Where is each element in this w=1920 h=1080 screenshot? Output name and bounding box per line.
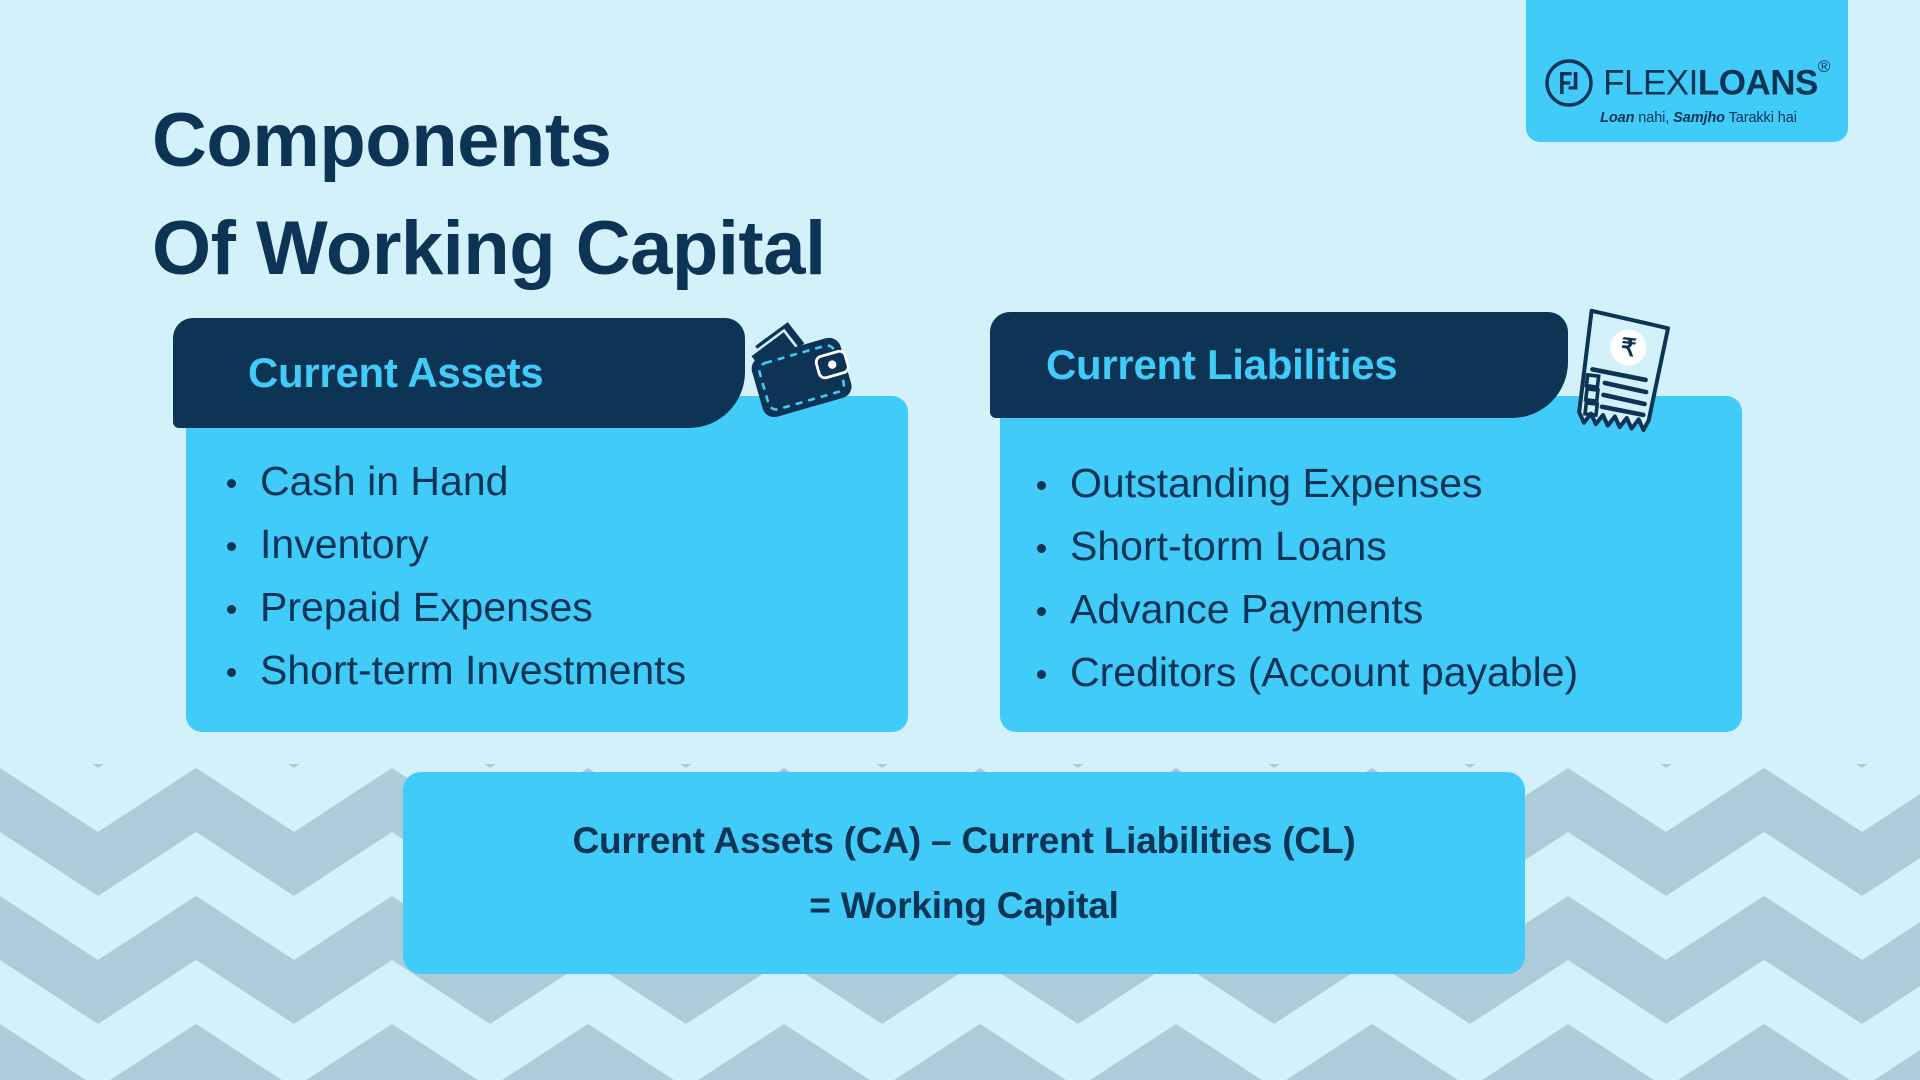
- list-item: Creditors (Account payable): [1028, 641, 1578, 704]
- current-assets-header: Current Assets: [173, 318, 745, 428]
- brand-tagline: Loan nahi, Samjho Tarakki hai: [1600, 110, 1797, 126]
- list-item: Cash in Hand: [218, 450, 686, 513]
- page-title-line-1: Components: [152, 97, 612, 183]
- list-item: Short-torm Loans: [1028, 515, 1578, 578]
- page-title-line-2: Of Working Capital: [152, 205, 826, 291]
- current-assets-list: Cash in Hand Inventory Prepaid Expenses …: [218, 450, 686, 702]
- list-item: Advance Payments: [1028, 578, 1578, 641]
- brand-wordmark-loans: LOANS: [1697, 63, 1819, 103]
- formula-line-2: = Working Capital: [809, 885, 1119, 926]
- formula-line-1: Current Assets (CA) – Current Liabilitie…: [572, 820, 1356, 861]
- brand-tagline-plain-1: nahi,: [1634, 110, 1674, 126]
- brand-logo-row: FLEXILOANS®: [1544, 57, 1831, 108]
- wallet-icon: [747, 322, 852, 418]
- brand-tagline-bold-1: Loan: [1600, 110, 1635, 126]
- current-assets-header-label: Current Assets: [248, 349, 544, 396]
- rupee-symbol-icon: ₹: [1619, 334, 1637, 363]
- current-liabilities-list: Outstanding Expenses Short-torm Loans Ad…: [1028, 452, 1578, 704]
- brand-logo-inner: FLEXILOANS® Loan nahi, Samjho Tarakki ha…: [1544, 57, 1831, 126]
- current-liabilities-header: Current Liabilities: [990, 312, 1568, 418]
- brand-wordmark-flexi: FLEXI: [1603, 63, 1698, 103]
- brand-logo[interactable]: FLEXILOANS® Loan nahi, Samjho Tarakki ha…: [1526, 0, 1848, 142]
- receipt-invoice-icon: ₹: [1577, 308, 1671, 433]
- flexiloans-monogram-icon: [1545, 59, 1593, 107]
- list-item: Prepaid Expenses: [218, 576, 686, 639]
- page-title: Components Of Working Capital: [152, 87, 826, 303]
- working-capital-formula-box: Current Assets (CA) – Current Liabilitie…: [403, 772, 1525, 974]
- current-assets-card-body: [186, 396, 908, 732]
- list-item: Outstanding Expenses: [1028, 452, 1578, 515]
- current-liabilities-card-body: [1000, 396, 1742, 732]
- current-liabilities-header-label: Current Liabilities: [1046, 341, 1398, 388]
- brand-wordmark: FLEXILOANS®: [1603, 57, 1831, 103]
- registered-trademark-icon: ®: [1817, 57, 1831, 76]
- brand-tagline-plain-2: Tarakki hai: [1724, 110, 1797, 126]
- brand-tagline-bold-2: Samjho: [1673, 110, 1725, 126]
- list-item: Short-term Investments: [218, 639, 686, 702]
- list-item: Inventory: [218, 513, 686, 576]
